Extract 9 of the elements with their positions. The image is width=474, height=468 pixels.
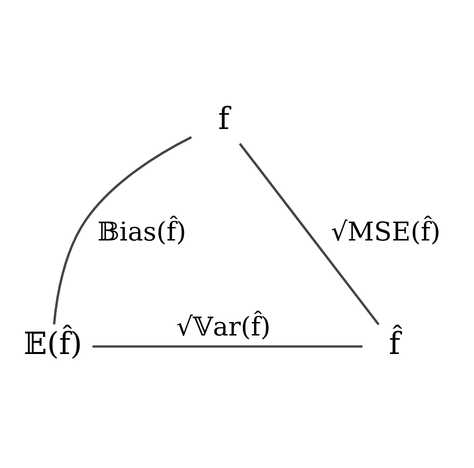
- node-text: f̂: [388, 326, 400, 362]
- node-text: 𝔼(f̂): [24, 326, 82, 362]
- edge-label: 𝔹ias(f̂): [98, 218, 186, 248]
- connector: [238, 142, 380, 326]
- node-text: f: [218, 102, 230, 137]
- connector: [92, 345, 362, 348]
- edge-label: √MSE(f̂): [330, 218, 440, 248]
- edge-label: √𝕍ar(f̂): [176, 312, 271, 342]
- connector: [52, 136, 192, 325]
